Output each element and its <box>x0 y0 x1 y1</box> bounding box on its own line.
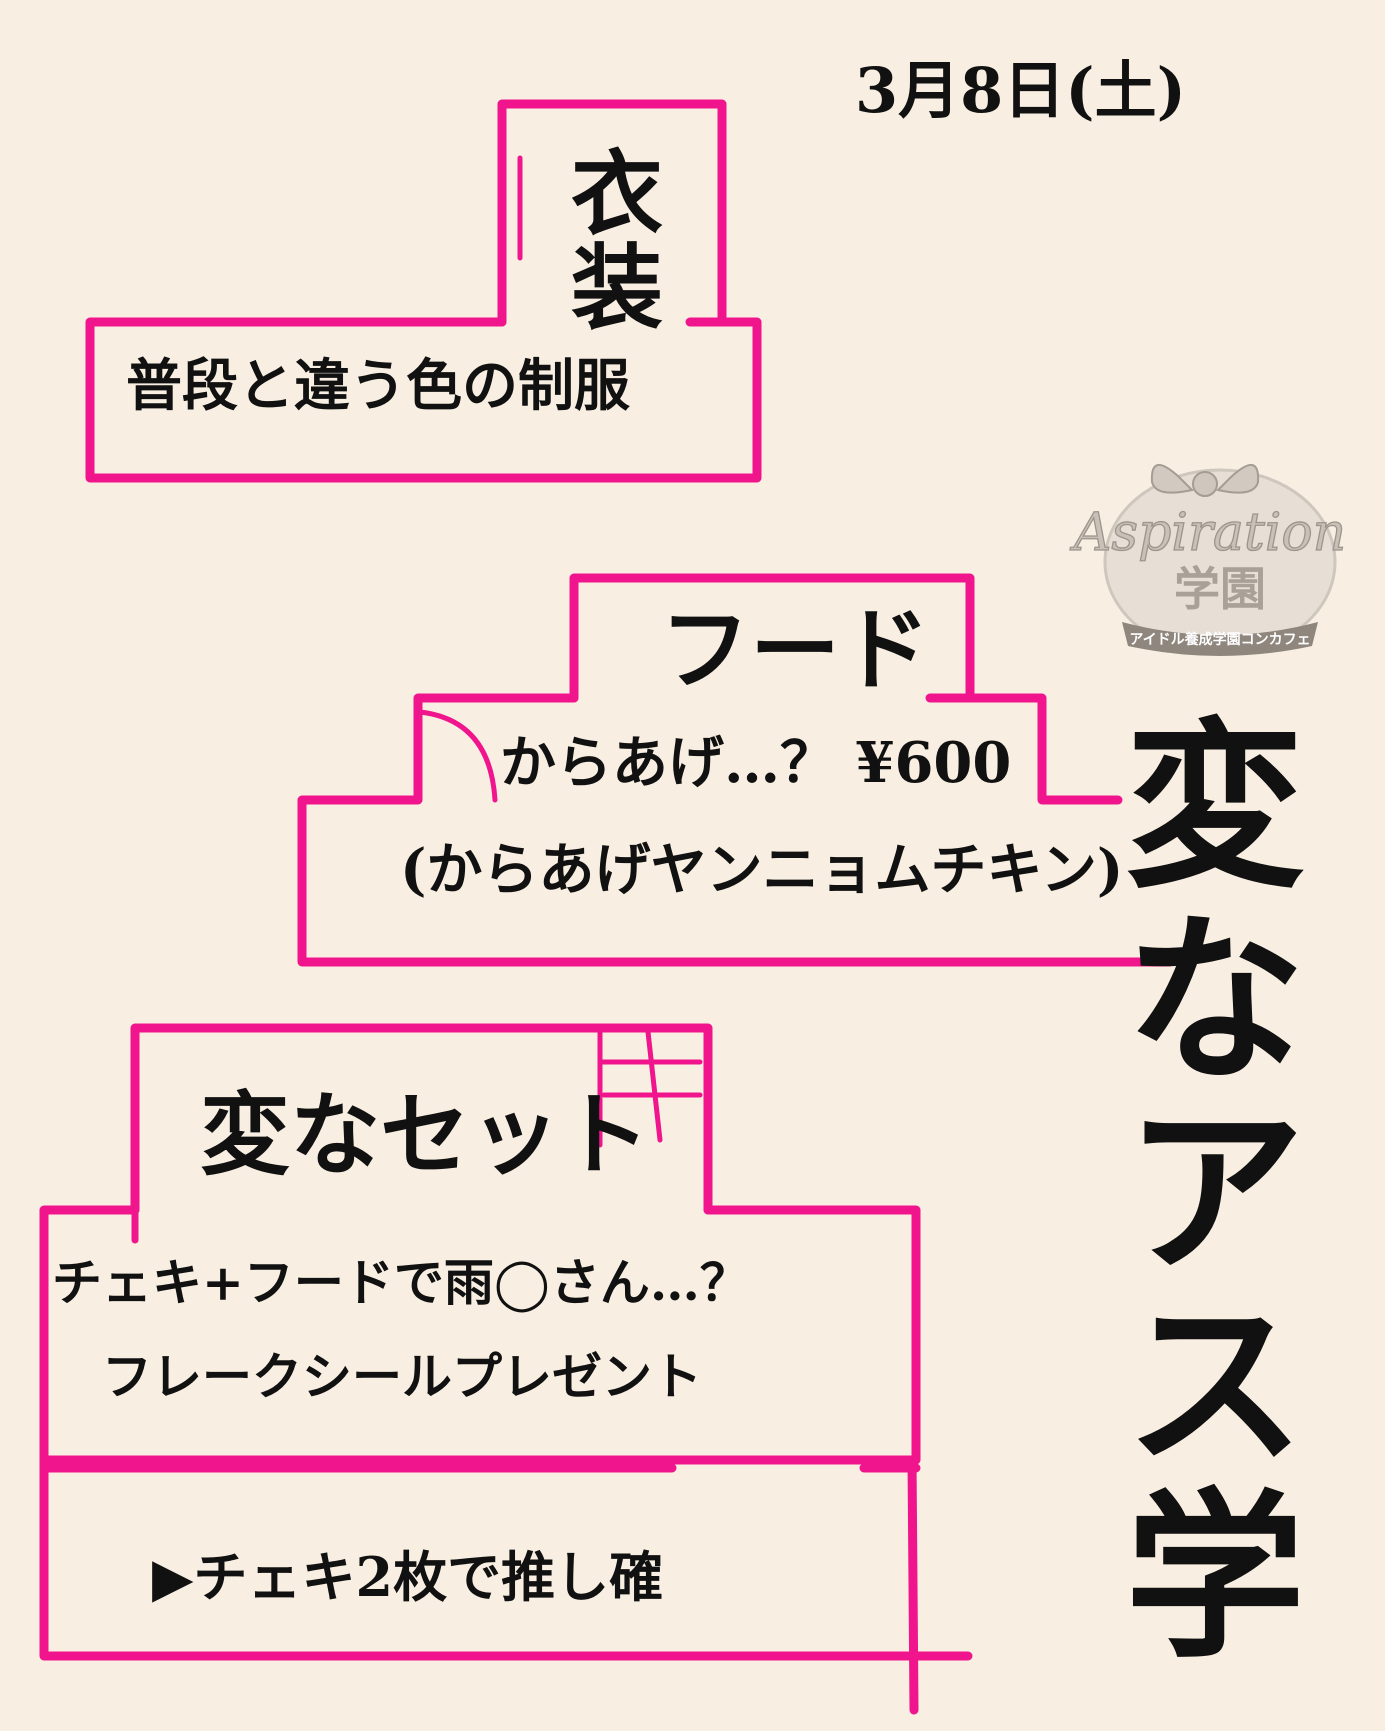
aspiration-school-logo: Aspiration 学園 アイドル養成学園コンカフェ <box>1069 464 1347 656</box>
oshi-confirm-note: ▶チェキ2枚で推し確 <box>152 1545 664 1609</box>
food-heading: フード <box>660 597 930 703</box>
special-set-heading: 変なセット <box>200 1082 650 1188</box>
special-set-gift: フレークシールプレゼント <box>102 1347 702 1406</box>
special-set-offer: チェキ+フードで雨◯さん…？ <box>52 1253 750 1312</box>
costume-detail: 普段と違う色の制服 <box>126 353 630 419</box>
costume-heading: 衣装 <box>570 140 663 342</box>
event-title-vertical: 変なアス学 <box>1124 702 1305 1684</box>
food-item-price: からあげ…？ ¥600 <box>500 730 1012 796</box>
event-date: 3月8日(土) <box>855 54 1186 127</box>
food-item-description: (からあげヤンニョムチキン) <box>400 837 1124 903</box>
logo-school-text: 学園 <box>1174 562 1266 616</box>
logo-subtitle: アイドル養成学園コンカフェ <box>1129 631 1310 648</box>
logo-wordmark: Aspiration <box>1070 503 1346 563</box>
